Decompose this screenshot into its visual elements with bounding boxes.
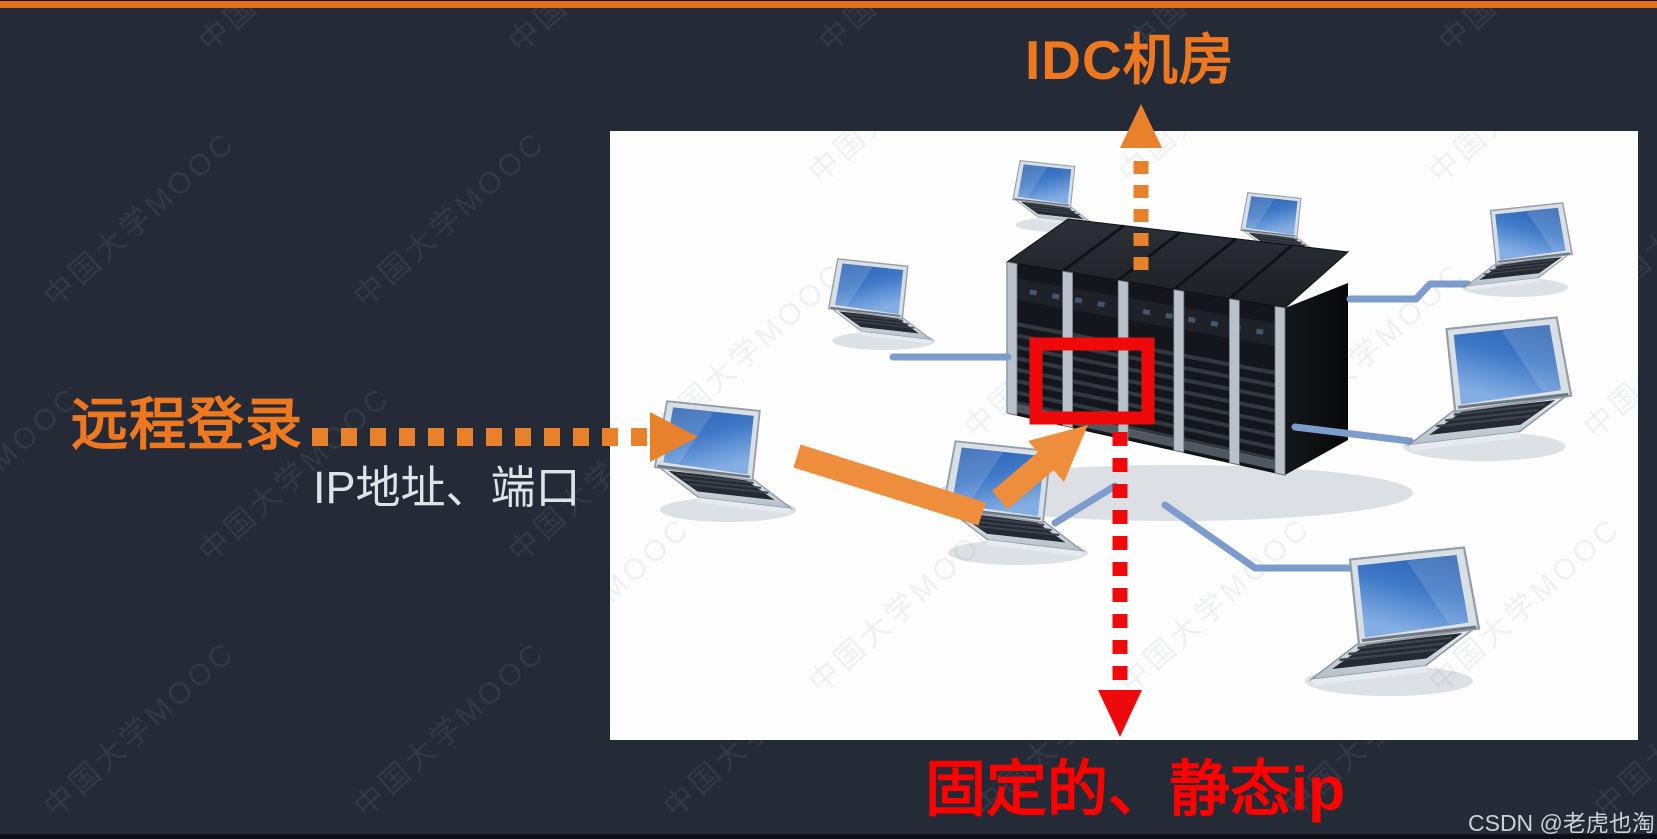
network-diagram <box>653 160 1574 698</box>
watermark-text: 中国大学MOOC <box>807 0 1019 60</box>
network-cables <box>889 280 1472 572</box>
watermark-text: 中国大学MOOC <box>1427 0 1639 60</box>
laptop <box>653 400 798 524</box>
static-ip-label: 固定的、静态ip <box>925 755 1346 823</box>
laptop <box>1401 316 1573 463</box>
watermark-credit: CSDN @老虎也淘气 <box>1468 810 1655 836</box>
watermark-text: 中国大学MOOC <box>37 125 243 314</box>
watermark-text: 中国大学MOOC <box>497 0 709 60</box>
server-rack <box>1005 218 1350 476</box>
cable <box>1051 482 1119 527</box>
cable <box>1291 423 1414 445</box>
laptop <box>827 257 937 351</box>
watermark-text: 中国大学MOOC <box>347 125 553 314</box>
cable <box>1161 501 1359 572</box>
watermark-text: 中国大学MOOC <box>0 0 89 60</box>
watermark-text: 中国大学MOOC <box>37 635 243 824</box>
watermark-text: 中国大学MOOC <box>187 0 399 60</box>
laptop <box>1461 201 1574 298</box>
idc-room-label: IDC机房 <box>1025 29 1235 91</box>
bottom-strip <box>0 834 1657 839</box>
cable <box>1346 280 1472 303</box>
watermark-text: 中国大学MOOC <box>347 635 553 824</box>
remote-login-label: 远程登录 <box>71 393 303 457</box>
top-accent-bar <box>0 0 1657 8</box>
ip-port-label: IP地址、端口 <box>313 462 581 513</box>
